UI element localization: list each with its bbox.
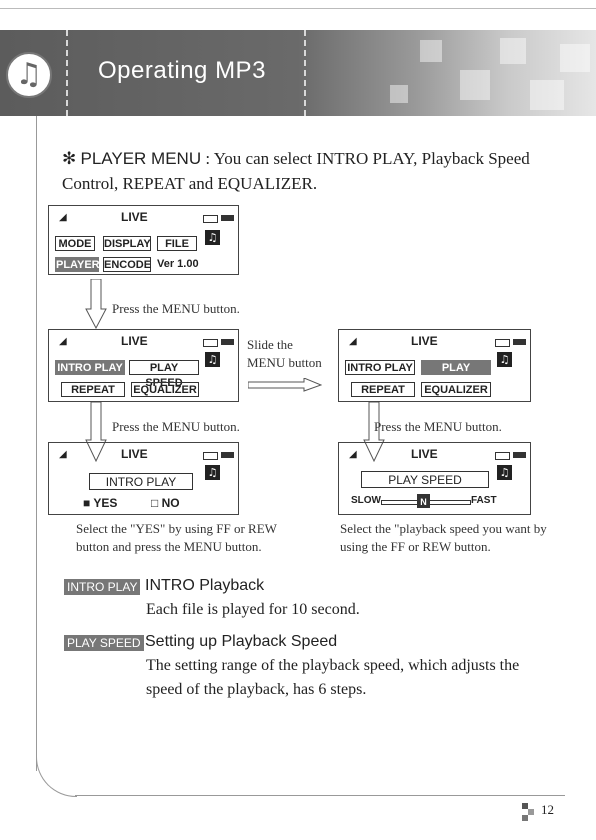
live-label: LIVE	[121, 210, 148, 224]
no-label: NO	[161, 496, 180, 510]
equalizer-item[interactable]: EQUALIZER	[421, 382, 491, 397]
hold-icon	[203, 452, 218, 460]
page-mark-icon	[522, 815, 528, 821]
asterisk-icon: ✻	[62, 149, 77, 168]
page-frame	[75, 795, 565, 796]
banner-divider	[66, 30, 68, 116]
version-label: Ver 1.00	[157, 258, 199, 270]
music-note-icon: ♫	[205, 465, 220, 480]
select-yes-caption: Select the "YES" by using FF or REW butt…	[76, 521, 277, 554]
intro-play-item[interactable]: INTRO PLAY	[345, 360, 415, 375]
live-label: LIVE	[411, 447, 438, 461]
press-menu-caption: Press the MENU button.	[112, 419, 240, 434]
page-title: Operating MP3	[98, 57, 266, 84]
intro-play-title: INTRO PLAY	[89, 473, 193, 490]
repeat-item[interactable]: REPEAT	[61, 382, 125, 397]
battery-icon	[221, 215, 234, 221]
page-frame	[36, 740, 77, 797]
tag-label: PLAY SPEED	[64, 635, 144, 651]
live-label: LIVE	[121, 447, 148, 461]
hold-icon	[495, 452, 510, 460]
play-speed-tag: PLAY SPEED	[64, 634, 144, 652]
no-option[interactable]: □ NO	[151, 496, 180, 510]
signal-icon: ◢	[59, 449, 67, 460]
play-speed-title: PLAY SPEED	[361, 471, 489, 488]
intro-playback-heading: INTRO Playback	[145, 577, 265, 594]
music-note-icon: ♫	[6, 52, 52, 98]
unchecked-box-icon: □	[151, 496, 159, 510]
battery-icon	[513, 339, 526, 345]
banner-divider	[304, 30, 306, 116]
intro-playback-body: Each file is played for 10 second.	[146, 601, 360, 618]
signal-icon: ◢	[59, 336, 67, 347]
signal-icon: ◢	[59, 212, 67, 223]
mode-item[interactable]: MODE	[55, 236, 95, 251]
battery-icon	[221, 339, 234, 345]
file-item[interactable]: FILE	[157, 236, 197, 251]
music-note-icon: ♫	[497, 352, 512, 367]
slow-label: SLOW	[351, 495, 381, 506]
playback-speed-heading: Setting up Playback Speed	[145, 633, 338, 650]
display-item[interactable]: DISPLAY	[103, 236, 151, 251]
intro-play-item[interactable]: INTRO PLAY	[55, 360, 125, 375]
top-rule	[0, 8, 596, 9]
player-menu-label: PLAYER MENU	[80, 149, 202, 168]
slide-caption: Slide the MENU button	[247, 337, 322, 370]
player-item[interactable]: PLAYER	[55, 257, 100, 272]
down-arrow-icon	[363, 402, 385, 462]
play-speed-item[interactable]: PLAY SPEED	[129, 360, 199, 389]
lcd-screen-main-menu: ◢ LIVE ♫ MODE DISPLAY FILE PLAYER ENCODE…	[48, 205, 239, 275]
down-arrow-icon	[85, 402, 107, 462]
page-frame	[36, 116, 37, 771]
press-menu-caption: Press the MENU button.	[374, 419, 502, 434]
yes-option[interactable]: ■ YES	[83, 496, 117, 510]
select-speed-caption: Select the "playback speed you want by u…	[340, 521, 547, 554]
lcd-screen-player-menu-2: ◢ LIVE ♫ INTRO PLAY PLAY SPEED REPEAT EQ…	[338, 329, 531, 402]
encode-item[interactable]: ENCODE	[103, 257, 152, 272]
down-arrow-icon	[85, 279, 107, 329]
live-label: LIVE	[411, 334, 438, 348]
battery-icon	[221, 452, 234, 458]
music-note-icon: ♫	[205, 230, 220, 245]
signal-icon: ◢	[349, 449, 357, 460]
hold-icon	[203, 339, 218, 347]
hold-icon	[495, 339, 510, 347]
fast-label: FAST	[471, 495, 497, 506]
press-menu-caption: Press the MENU button.	[112, 301, 240, 316]
checked-box-icon: ■	[83, 496, 91, 510]
right-arrow-icon	[248, 378, 322, 392]
player-menu-intro: ✻ PLAYER MENU : You can select INTRO PLA…	[62, 146, 542, 196]
lcd-screen-intro-play: ◢ LIVE ♫ INTRO PLAY ■ YES □ NO	[48, 442, 239, 515]
player-menu-text: : You can select INTRO PLAY, Playback Sp…	[62, 149, 530, 193]
yes-label: YES	[93, 496, 118, 510]
live-label: LIVE	[121, 334, 148, 348]
page-mark-icon	[522, 803, 528, 809]
speed-slider-handle[interactable]: N	[417, 494, 430, 508]
playback-speed-body: The setting range of the playback speed,…	[146, 657, 520, 698]
tag-label: INTRO PLAY	[64, 579, 141, 595]
music-note-icon: ♫	[205, 352, 220, 367]
signal-icon: ◢	[349, 336, 357, 347]
intro-play-tag: INTRO PLAY	[64, 578, 141, 596]
repeat-item[interactable]: REPEAT	[351, 382, 415, 397]
equalizer-item[interactable]: EQUALIZER	[131, 382, 199, 397]
play-speed-item[interactable]: PLAY SPEED	[421, 360, 491, 389]
hold-icon	[203, 215, 218, 223]
lcd-screen-player-menu: ◢ LIVE ♫ INTRO PLAY PLAY SPEED REPEAT EQ…	[48, 329, 239, 402]
page-mark-icon	[528, 809, 534, 815]
header-banner	[0, 30, 596, 116]
lcd-screen-play-speed: ◢ LIVE ♫ PLAY SPEED SLOW N FAST	[338, 442, 531, 515]
battery-icon	[513, 452, 526, 458]
music-note-icon: ♫	[497, 465, 512, 480]
page-number: 12	[541, 802, 554, 817]
